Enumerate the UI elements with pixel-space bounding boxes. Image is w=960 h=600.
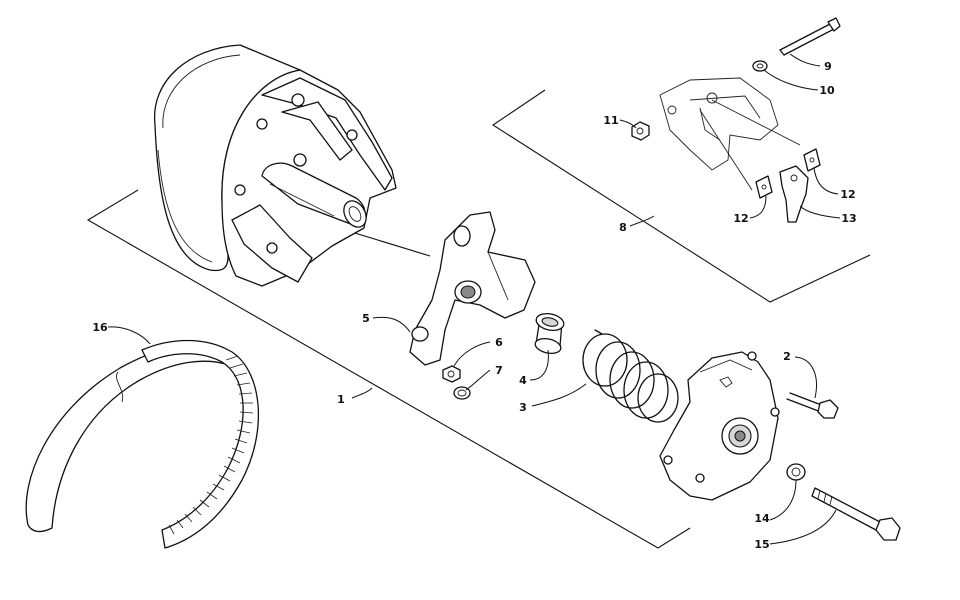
assembly-frame-1 — [86, 189, 691, 549]
callout-3: 3 — [519, 401, 527, 414]
bushing-4 — [534, 313, 565, 355]
callout-6: 6 — [495, 336, 503, 349]
callout-7: 7 — [495, 364, 503, 377]
callout-16: 16 — [92, 321, 108, 334]
leader-lines — [107, 53, 841, 545]
callout-4: 4 — [519, 374, 527, 387]
callout-12-right: 12 — [840, 188, 855, 201]
bolt-15 — [811, 487, 901, 541]
washer-10 — [752, 60, 768, 72]
belt-teeth — [168, 355, 254, 535]
clutch-cover — [659, 351, 780, 501]
callout-labels: 1 2 3 4 5 6 7 8 9 10 11 12 12 13 14 15 1… — [92, 60, 856, 551]
callout-2: 2 — [783, 350, 791, 363]
callout-5: 5 — [362, 312, 370, 325]
callout-14: 14 — [754, 512, 770, 525]
plate-12-left — [755, 175, 773, 199]
spring-3 — [582, 329, 679, 423]
callout-1: 1 — [337, 393, 345, 406]
callout-12-left: 12 — [733, 212, 748, 225]
pin-9 — [779, 17, 841, 56]
weight-subassembly — [659, 77, 801, 191]
nut-6 — [442, 365, 461, 383]
weight-13 — [779, 165, 809, 223]
bolt-2 — [786, 392, 839, 419]
washer-14 — [786, 463, 806, 481]
callout-11: 11 — [603, 114, 618, 127]
nut-11 — [631, 121, 650, 141]
assembly-frame-8 — [491, 89, 871, 303]
plate-12-right — [803, 148, 821, 172]
callout-13: 13 — [841, 212, 856, 225]
callout-10: 10 — [819, 84, 835, 97]
callout-9: 9 — [824, 60, 832, 73]
drive-belt-16 — [25, 339, 259, 549]
spider-arm-5 — [409, 211, 536, 366]
callout-8: 8 — [619, 221, 627, 234]
clutch-sheave — [153, 44, 397, 287]
callout-15: 15 — [754, 538, 769, 551]
